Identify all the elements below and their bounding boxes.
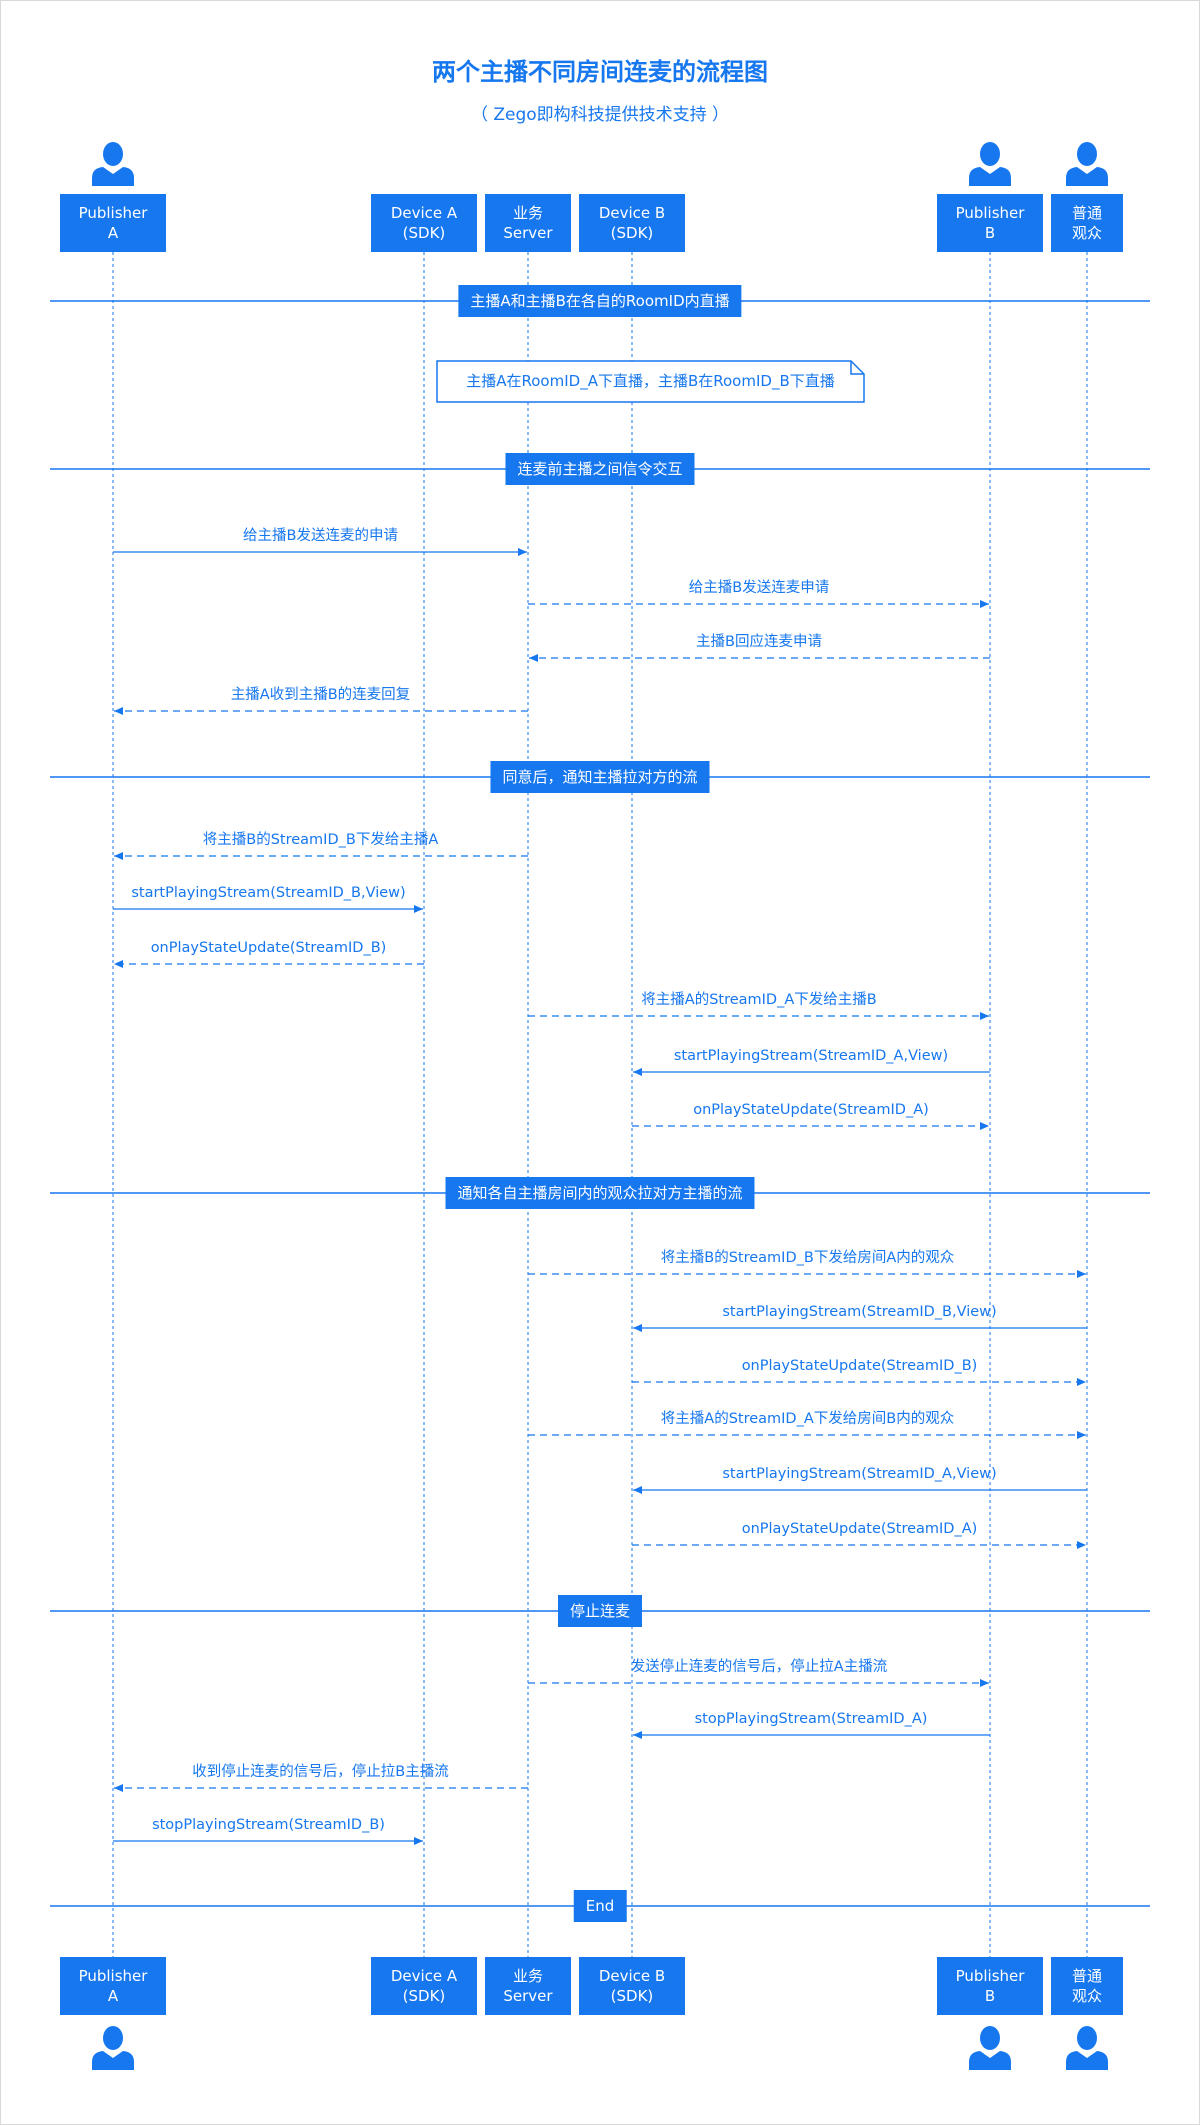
section-label: 通知各自主播房间内的观众拉对方主播的流 bbox=[445, 1177, 755, 1209]
section-label: End bbox=[573, 1890, 627, 1922]
participant-devB-bottom: Device B (SDK) bbox=[579, 1957, 685, 2015]
page-subtitle: （ Zego即构科技提供技术支持 ） bbox=[470, 105, 730, 125]
message-label: 主播A收到主播B的连麦回复 bbox=[230, 687, 411, 703]
message-label: onPlayStateUpdate(StreamID_A) bbox=[741, 1521, 978, 1537]
participant-server-top: 业务 Server bbox=[485, 194, 571, 252]
message-label: 将主播A的StreamID_A下发给主播B bbox=[641, 992, 877, 1008]
message-label: 收到停止连麦的信号后，停止拉B主播流 bbox=[192, 1764, 449, 1780]
participant-pubA-bottom: Publisher A bbox=[60, 1957, 166, 2015]
note-text: 主播A在RoomID_A下直播，主播B在RoomID_B下直播 bbox=[466, 372, 835, 390]
message-label: onPlayStateUpdate(StreamID_A) bbox=[693, 1102, 929, 1118]
message-label: 将主播B的StreamID_B下发给主播A bbox=[202, 832, 439, 848]
message-label: 将主播A的StreamID_A下发给房间B内的观众 bbox=[660, 1411, 955, 1427]
message-label: 给主播B发送连麦申请 bbox=[688, 580, 830, 596]
person-icon-pubB-bottom bbox=[969, 2026, 1011, 2070]
person-icon-audience-top bbox=[1066, 142, 1108, 186]
message-label: stopPlayingStream(StreamID_B) bbox=[152, 1817, 385, 1833]
page-title: 两个主播不同房间连麦的流程图 bbox=[432, 58, 768, 86]
note-box bbox=[436, 360, 865, 403]
participant-pubA-top: Publisher A bbox=[60, 194, 166, 252]
participant-audience-top: 普通 观众 bbox=[1051, 194, 1123, 252]
message-label: 发送停止连麦的信号后，停止拉A主播流 bbox=[630, 1659, 888, 1675]
note-fold bbox=[850, 361, 864, 375]
section-label: 主播A和主播B在各自的RoomID内直播 bbox=[458, 285, 742, 317]
participant-devA-bottom: Device A (SDK) bbox=[371, 1957, 477, 2015]
section-label: 同意后，通知主播拉对方的流 bbox=[490, 761, 710, 793]
message-label: onPlayStateUpdate(StreamID_B) bbox=[150, 940, 387, 956]
person-icon-pubB-top bbox=[969, 142, 1011, 186]
person-icon-pubA-bottom bbox=[92, 2026, 134, 2070]
message-label: startPlayingStream(StreamID_A,View) bbox=[673, 1048, 949, 1064]
participant-devB-top: Device B (SDK) bbox=[579, 194, 685, 252]
participant-devA-top: Device A (SDK) bbox=[371, 194, 477, 252]
participant-server-bottom: 业务 Server bbox=[485, 1957, 571, 2015]
message-label: startPlayingStream(StreamID_B,View) bbox=[131, 885, 406, 901]
person-icon-pubA-top bbox=[92, 142, 134, 186]
message-label: startPlayingStream(StreamID_A,View) bbox=[722, 1466, 997, 1482]
person-icon-audience-bottom bbox=[1066, 2026, 1108, 2070]
section-label: 停止连麦 bbox=[557, 1595, 643, 1627]
message-label: startPlayingStream(StreamID_B,View) bbox=[722, 1304, 997, 1320]
message-label: 将主播B的StreamID_B下发给房间A内的观众 bbox=[660, 1250, 955, 1266]
message-label: stopPlayingStream(StreamID_A) bbox=[694, 1711, 928, 1727]
message-label: 给主播B发送连麦的申请 bbox=[243, 528, 398, 544]
message-label: 主播B回应连麦申请 bbox=[696, 634, 822, 650]
section-label: 连麦前主播之间信令交互 bbox=[505, 453, 695, 485]
participant-pubB-bottom: Publisher B bbox=[937, 1957, 1043, 2015]
participant-audience-bottom: 普通 观众 bbox=[1051, 1957, 1123, 2015]
message-label: onPlayStateUpdate(StreamID_B) bbox=[741, 1358, 978, 1374]
participant-pubB-top: Publisher B bbox=[937, 194, 1043, 252]
